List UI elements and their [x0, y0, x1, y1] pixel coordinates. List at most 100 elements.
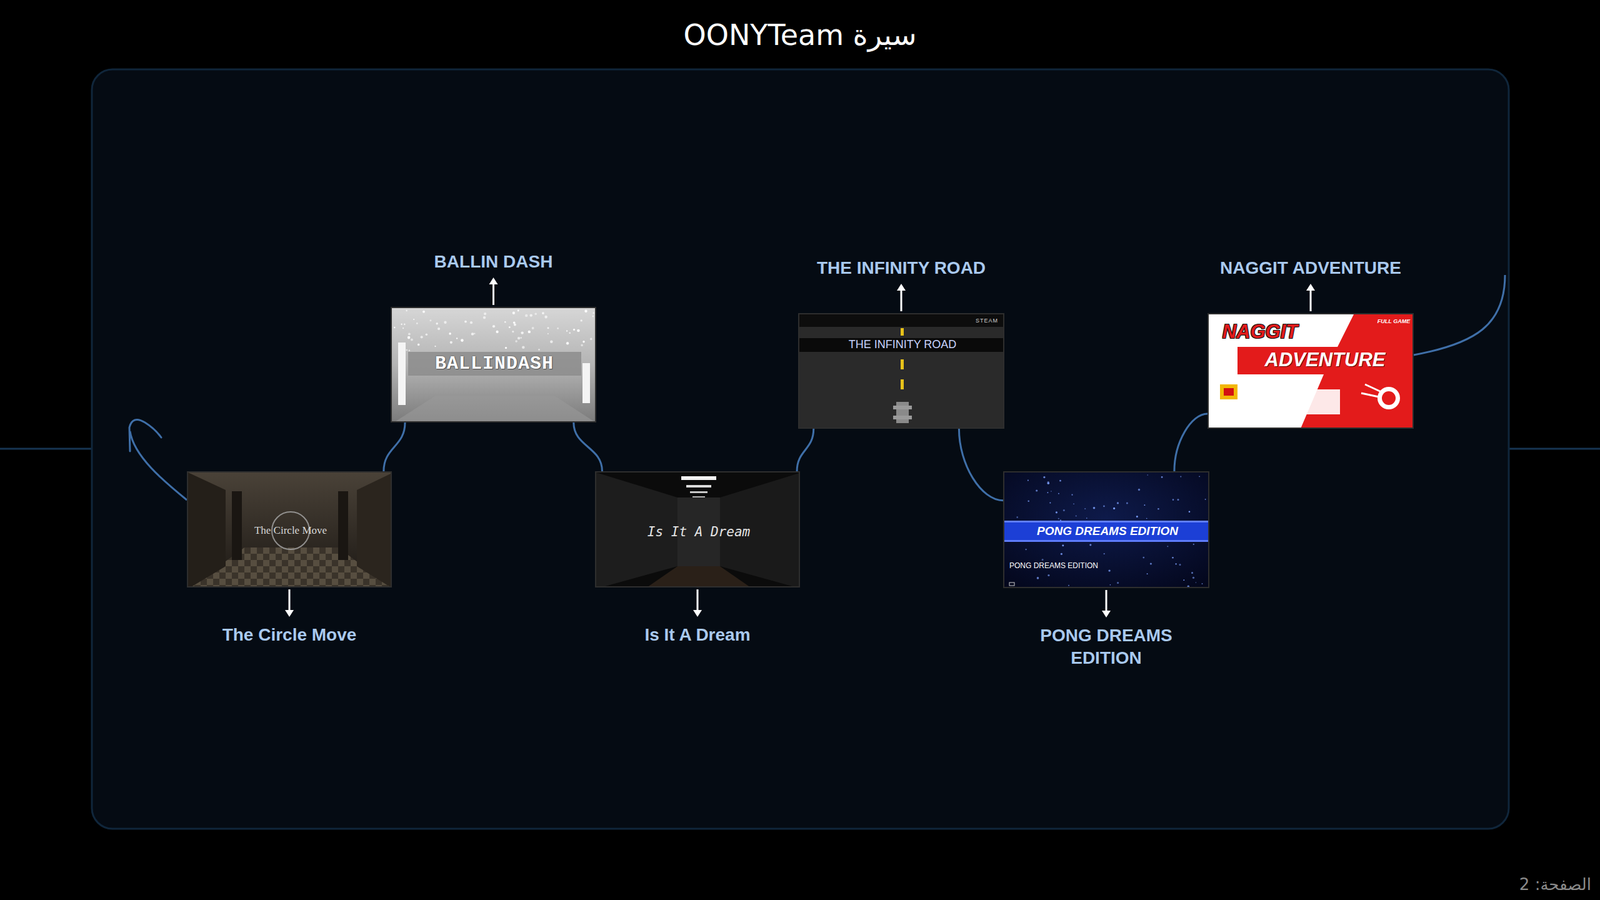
decor-circle — [1058, 493, 1060, 495]
decor-circle — [492, 325, 495, 328]
decor-rect — [896, 401, 909, 424]
decor-circle — [520, 331, 524, 334]
timeline-connector — [383, 422, 405, 472]
decor-circle — [515, 340, 518, 343]
decor-circle — [1068, 585, 1070, 587]
timeline-start — [130, 431, 187, 500]
heading-arrowhead — [1101, 610, 1111, 618]
decor-rect — [900, 359, 904, 370]
heading-arrowhead — [489, 277, 499, 285]
image-text: STEAM — [975, 317, 999, 325]
image-text: The Circle Move — [254, 524, 327, 537]
rail-line — [0, 448, 92, 450]
decor-polygon — [356, 472, 391, 587]
decor-circle — [1193, 543, 1195, 545]
decor-circle — [1093, 506, 1096, 510]
decor-circle — [541, 311, 545, 315]
decor-circle — [1136, 515, 1139, 518]
image-text-slot: ADVENTURE — [1265, 348, 1386, 372]
decor-circle — [408, 350, 411, 352]
title-slot: سيرة OONYTeam — [0, 16, 1600, 54]
rail-line — [1508, 448, 1600, 450]
heading-arrowhead — [693, 610, 702, 617]
decor-circle — [420, 335, 424, 339]
game-title: PONG DREAMS EDITION — [1021, 624, 1191, 670]
decor-circle — [550, 340, 554, 344]
decor-circle — [1150, 562, 1152, 565]
decor-circle — [400, 323, 402, 325]
decor-rect — [1004, 472, 1209, 587]
image-text-slot: STEAM — [975, 317, 999, 325]
game-title: THE INFINITY ROAD — [816, 256, 986, 280]
decor-circle — [1175, 563, 1177, 565]
decor-circle — [456, 337, 458, 339]
decor-circle — [1089, 543, 1092, 546]
image-text: THE INFINITY ROAD — [848, 338, 957, 352]
decor-circle — [504, 321, 507, 324]
decor-rect — [686, 485, 712, 488]
thumbnail-art — [799, 314, 1004, 428]
decor-circle — [1059, 480, 1062, 482]
decor-circle — [408, 333, 411, 336]
decor-circle — [580, 319, 583, 322]
decor-circle — [1035, 489, 1038, 492]
heading-arrow — [900, 288, 903, 312]
decor-circle — [547, 333, 549, 335]
decor-circle — [448, 332, 452, 335]
decor-circle — [556, 327, 559, 330]
decor-rect — [1009, 582, 1015, 586]
decor-circle — [1055, 511, 1058, 514]
decor-circle — [1027, 480, 1029, 482]
decor-circle — [471, 332, 474, 335]
decor-circle — [1198, 475, 1200, 477]
decor-circle — [1188, 510, 1191, 513]
decor-circle — [576, 329, 580, 332]
decor-circle — [1047, 491, 1049, 494]
heading-arrow — [288, 589, 291, 612]
decor-rect — [1220, 384, 1238, 400]
decor-circle — [1177, 498, 1180, 501]
image-text: ADVENTURE — [1265, 348, 1386, 372]
decor-polygon — [391, 395, 595, 422]
decor-rect — [582, 363, 590, 404]
decor-circle — [511, 330, 514, 333]
decor-circle — [1103, 553, 1105, 555]
decor-circle — [413, 318, 415, 320]
image-text: NAGGIT — [1222, 320, 1299, 344]
decor-circle — [1146, 573, 1149, 575]
timeline-end — [1413, 275, 1505, 355]
decor-circle — [566, 341, 569, 345]
decor-line — [1361, 393, 1379, 397]
decor-circle — [528, 330, 531, 334]
decor-circle — [1027, 500, 1030, 502]
decor-circle — [405, 310, 407, 312]
decor-circle — [443, 321, 447, 324]
decor-circle — [1058, 518, 1060, 520]
decor-circle — [568, 331, 571, 334]
decor-circle — [1036, 576, 1040, 580]
decor-circle — [1071, 494, 1073, 496]
decor-rect — [338, 491, 349, 560]
decor-circle — [434, 345, 436, 347]
decor-rect — [1223, 388, 1234, 396]
page-number-slot: الصفحة: 2 — [1519, 875, 1592, 894]
image-text-slot: THE INFINITY ROAD — [848, 338, 957, 352]
decor-circle — [521, 345, 525, 349]
decor-circle — [1047, 481, 1050, 485]
decor-circle — [1041, 558, 1044, 561]
decor-circle — [512, 311, 515, 315]
decor-rect — [408, 351, 582, 376]
decor-circle — [410, 338, 414, 342]
decor-circle — [496, 330, 499, 334]
decor-circle — [483, 312, 487, 315]
decor-circle — [513, 323, 517, 327]
decor-circle — [417, 343, 420, 347]
game-thumbnail: The Circle MoveThe Circle Move — [186, 471, 392, 588]
decor-circle — [1205, 498, 1207, 500]
decor-circle — [1103, 505, 1105, 508]
decor-circle — [450, 341, 453, 344]
image-text-slot: PONG DREAMS EDITION — [1009, 561, 1099, 570]
decor-circle — [403, 323, 406, 326]
heading-arrow — [1105, 590, 1108, 613]
decor-circle — [573, 328, 575, 331]
